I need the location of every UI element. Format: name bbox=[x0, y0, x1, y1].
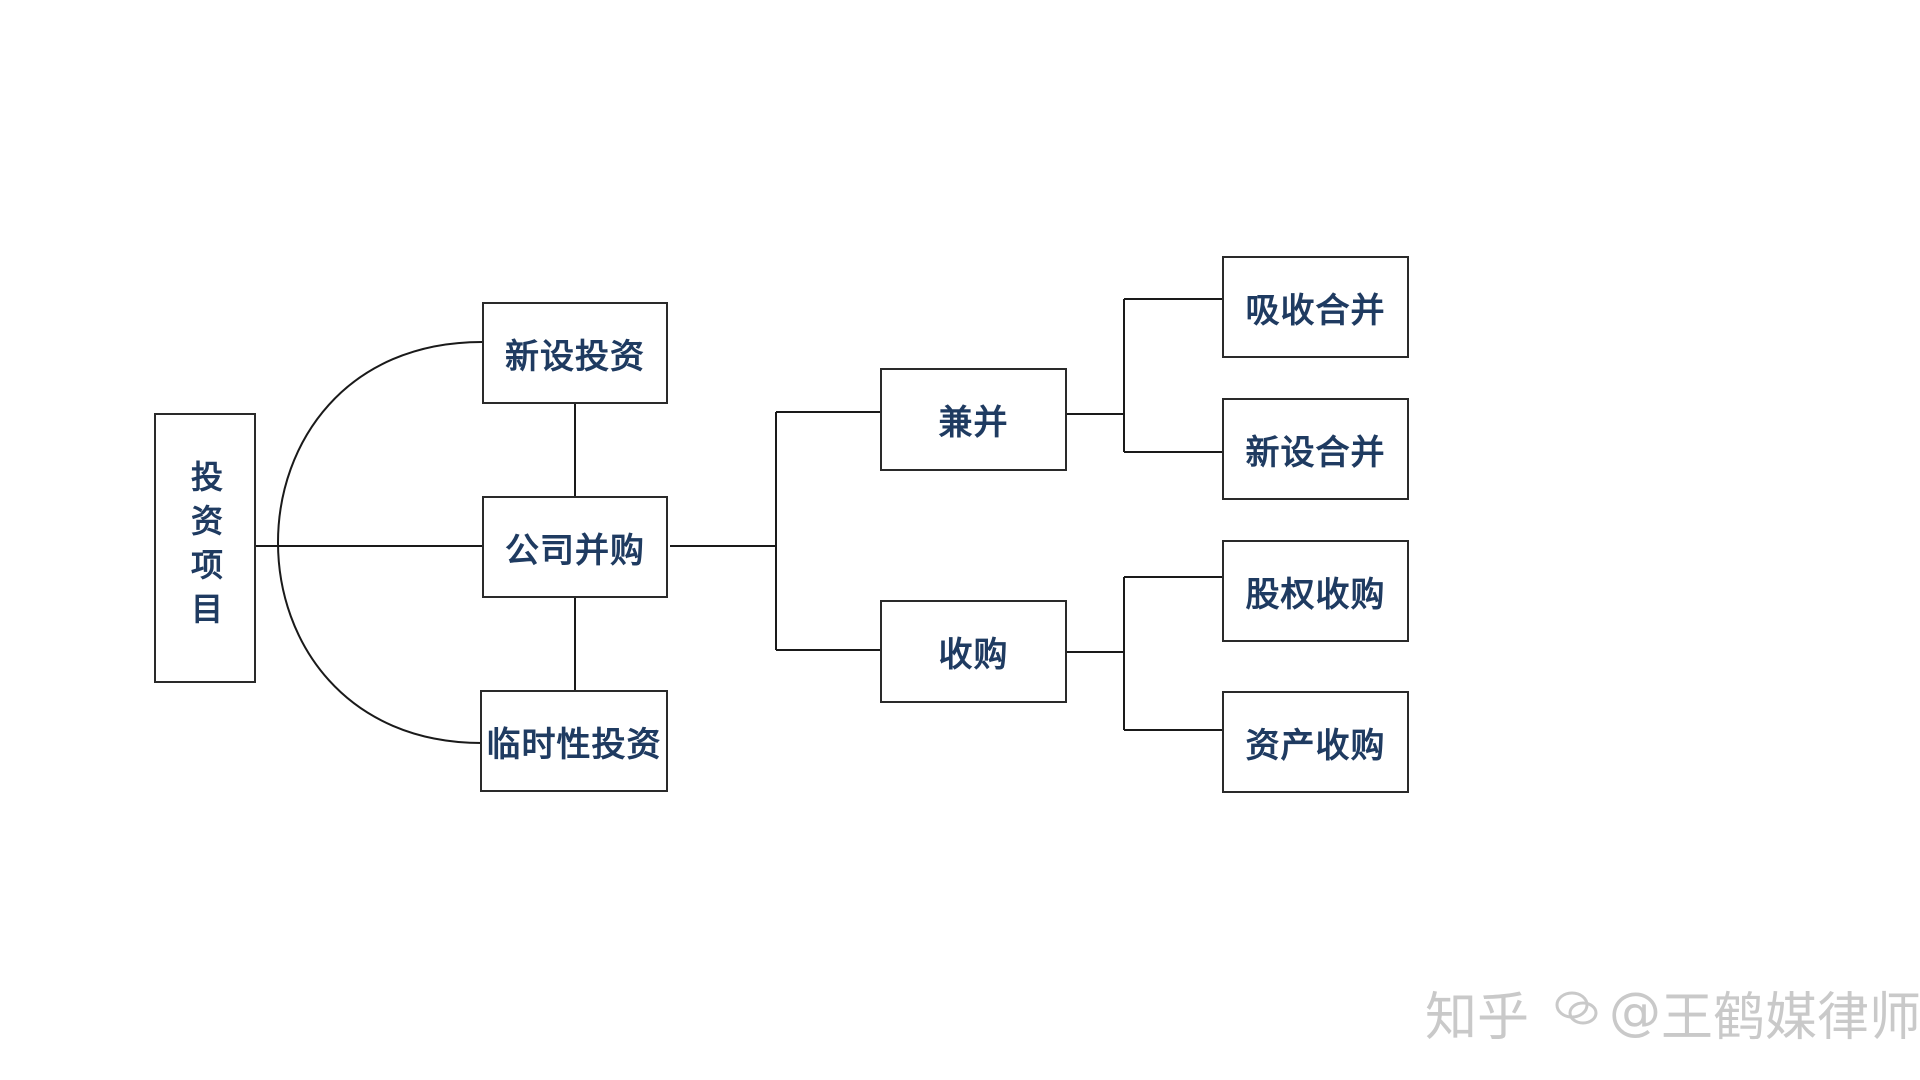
watermark-at: @ bbox=[1609, 982, 1662, 1042]
node-merger-acquisition: 公司并购 bbox=[482, 496, 668, 598]
wechat-icon bbox=[1555, 982, 1599, 1042]
connector-jianbing-bracket bbox=[1067, 298, 1222, 453]
node-merger: 兼并 bbox=[880, 368, 1067, 471]
node-asset-acquisition: 资产收购 bbox=[1222, 691, 1409, 793]
node-root: 投资项目 bbox=[154, 413, 256, 683]
node-new-investment: 新设投资 bbox=[482, 302, 668, 404]
node-absorption-merger: 吸收合并 bbox=[1222, 256, 1409, 358]
node-temporary-investment: 临时性投资 bbox=[480, 690, 668, 792]
node-acquisition: 收购 bbox=[880, 600, 1067, 703]
connector-merger-bracket bbox=[670, 411, 880, 651]
watermark: 知乎 @ 王鹤媒律师 bbox=[1425, 982, 1920, 1048]
connector-shougou-bracket bbox=[1067, 576, 1222, 731]
watermark-site: 知乎 bbox=[1425, 987, 1530, 1048]
node-equity-acquisition: 股权收购 bbox=[1222, 540, 1409, 642]
watermark-author: 王鹤媒律师 bbox=[1661, 987, 1920, 1048]
connector-root-arc bbox=[277, 341, 483, 744]
node-new-merger: 新设合并 bbox=[1222, 398, 1409, 500]
